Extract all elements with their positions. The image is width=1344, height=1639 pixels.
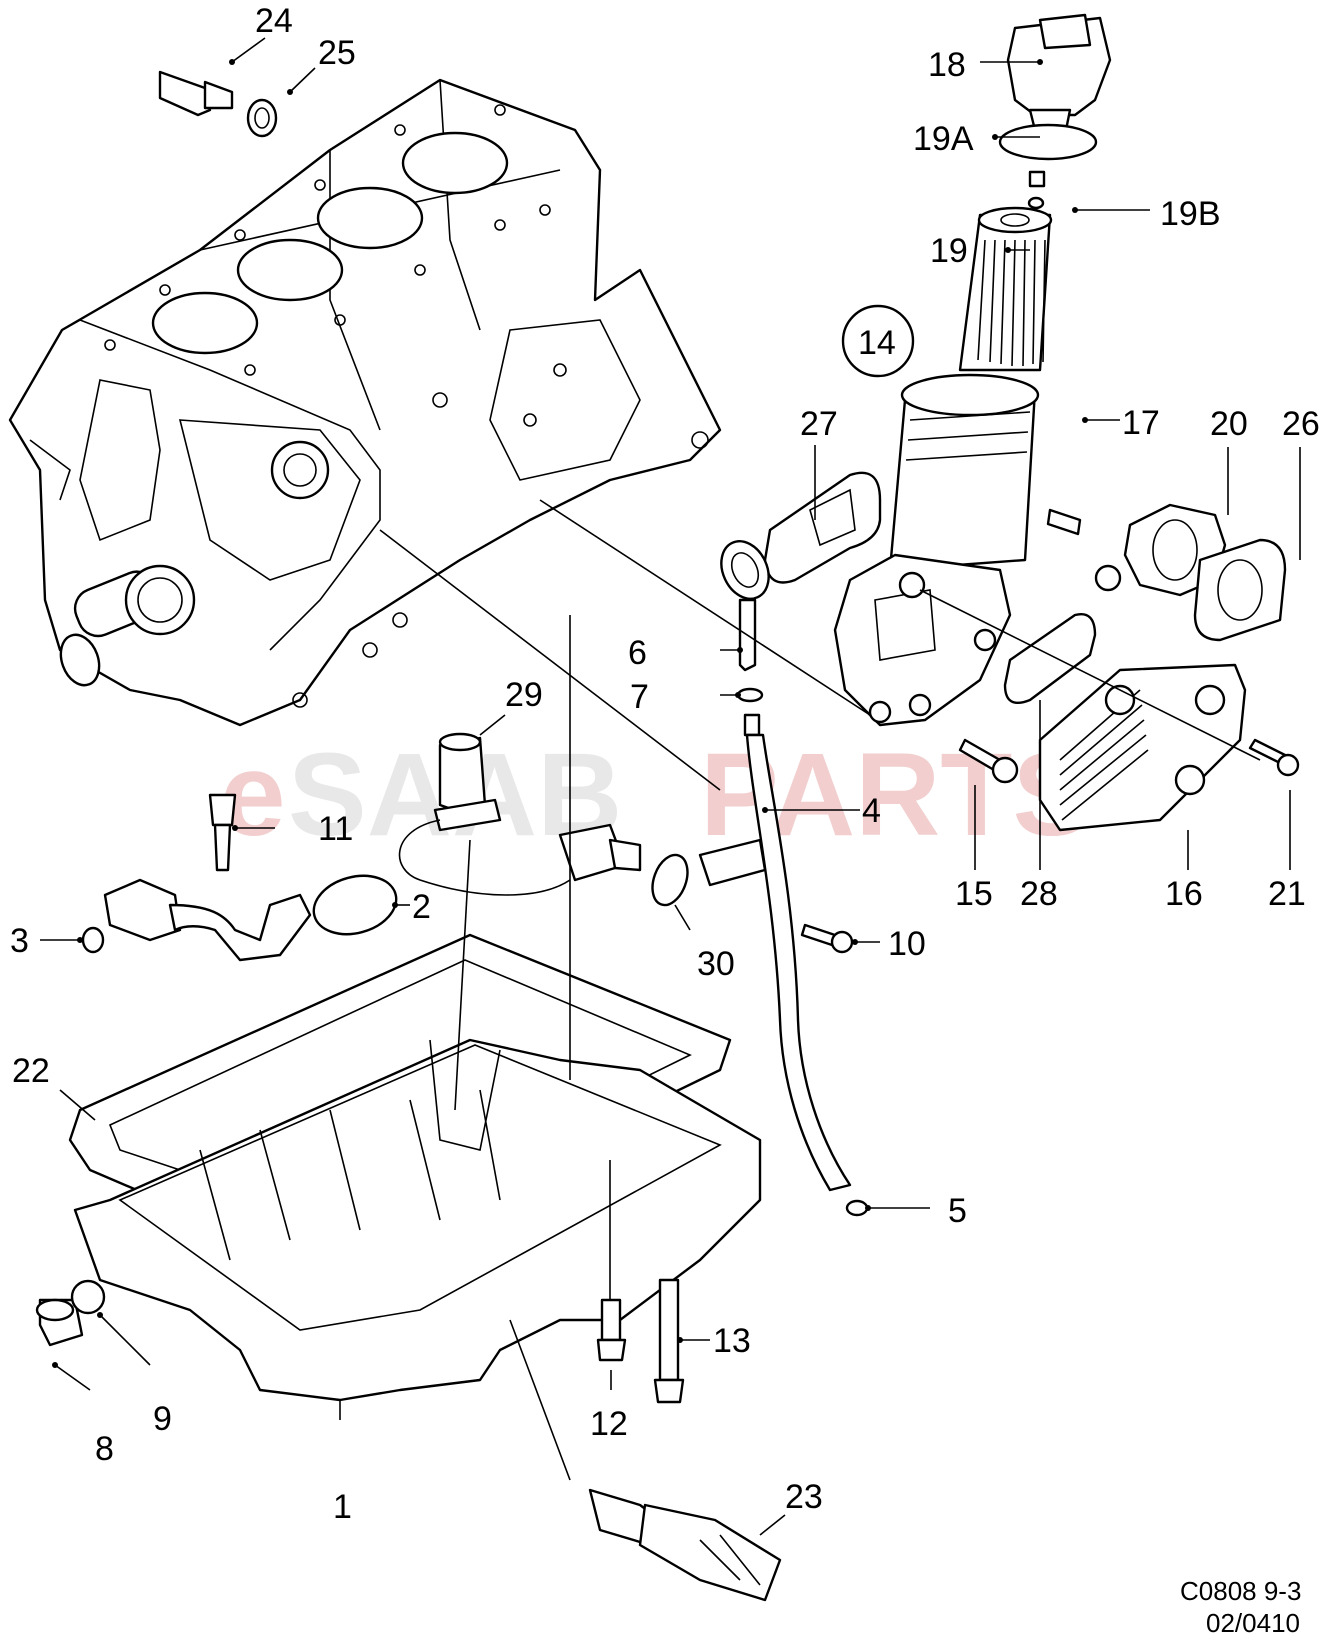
callout-19: 19 xyxy=(930,232,968,270)
leader-lines xyxy=(40,37,1301,1536)
callout-30: 30 xyxy=(697,945,735,983)
part-23-temp-sensor xyxy=(588,1488,782,1602)
part-19A-o-ring xyxy=(998,123,1098,161)
callout-11: 11 xyxy=(318,810,353,848)
callout-25: 25 xyxy=(318,34,356,72)
callout-9: 9 xyxy=(153,1400,172,1438)
callout-28: 28 xyxy=(1020,875,1058,913)
callout-12: 12 xyxy=(590,1405,628,1443)
cylinder-bore-4 xyxy=(401,131,509,195)
callout-2: 2 xyxy=(412,888,431,926)
callout-13: 13 xyxy=(713,1322,751,1360)
part-30-o-ring xyxy=(651,853,689,907)
callout-18: 18 xyxy=(928,46,966,84)
part-9-washer xyxy=(70,1279,106,1315)
part-29-level-sensor xyxy=(398,732,642,896)
part-14-circle xyxy=(841,304,915,378)
part-27-gasket xyxy=(763,471,882,584)
part-7-o-ring xyxy=(736,687,764,703)
part-19B-seal xyxy=(1027,170,1046,210)
callout-29: 29 xyxy=(505,676,543,714)
part-8-drain-plug xyxy=(35,1298,84,1347)
callout-7: 7 xyxy=(630,678,649,716)
part-14-housing-base xyxy=(833,553,1012,727)
callout-1: 1 xyxy=(333,1488,352,1526)
callout-6: 6 xyxy=(628,634,647,672)
callout-27: 27 xyxy=(800,405,838,443)
callout-3: 3 xyxy=(10,922,29,960)
callout-5: 5 xyxy=(948,1192,967,1230)
part-16-oil-cooler xyxy=(1038,663,1247,832)
part-24-bolt xyxy=(158,70,234,117)
part-11-bolt xyxy=(208,793,237,872)
drawing-code: C0808 9-3 xyxy=(1180,1576,1301,1606)
callout-15: 15 xyxy=(955,875,993,913)
callout-19A: 19A xyxy=(913,120,974,158)
part-5-o-ring xyxy=(845,1199,869,1217)
engine-block xyxy=(8,78,722,727)
callout-21: 21 xyxy=(1268,875,1306,913)
callout-17: 17 xyxy=(1122,404,1160,442)
drawing-reference: C0808 9-3 02/0410 xyxy=(1180,1576,1301,1638)
callouts: 24 25 18 19A 19B 19 14 17 27 20 26 6 7 2… xyxy=(10,2,1320,1526)
callout-16: 16 xyxy=(1165,875,1203,913)
callout-4: 4 xyxy=(862,792,881,830)
callout-22: 22 xyxy=(12,1052,50,1090)
part-15-bolt xyxy=(958,738,1019,784)
callout-26: 26 xyxy=(1282,405,1320,443)
part-1-oil-pan xyxy=(73,1038,762,1402)
leader-dots xyxy=(52,59,1088,1368)
cylinder-bore-3 xyxy=(316,186,424,250)
part-3-o-ring xyxy=(81,926,105,954)
part-17-filter-housing xyxy=(888,373,1040,572)
part-26-gasket xyxy=(1193,538,1287,642)
cylinder-bore-2 xyxy=(236,238,344,302)
drawing-date: 02/0410 xyxy=(1206,1608,1300,1638)
part-12-bolt xyxy=(596,1298,627,1362)
part-10-bolt xyxy=(800,923,854,954)
callout-24: 24 xyxy=(255,2,293,40)
part-25-washer xyxy=(246,98,278,138)
callout-20: 20 xyxy=(1210,405,1248,443)
part-4-dipstick-tube xyxy=(698,713,852,1192)
cylinder-bore-1 xyxy=(151,291,259,355)
callout-19B: 19B xyxy=(1160,195,1221,233)
part-21-bolt xyxy=(1248,738,1300,777)
callout-10: 10 xyxy=(888,925,926,963)
part-19-filter-element xyxy=(958,206,1053,372)
part-28-gasket xyxy=(1003,613,1097,705)
part-2-oil-pickup xyxy=(103,874,398,962)
callout-14: 14 xyxy=(858,324,896,362)
part-13-bolt xyxy=(653,1278,685,1404)
callout-23: 23 xyxy=(785,1478,823,1516)
callout-8: 8 xyxy=(95,1430,114,1468)
